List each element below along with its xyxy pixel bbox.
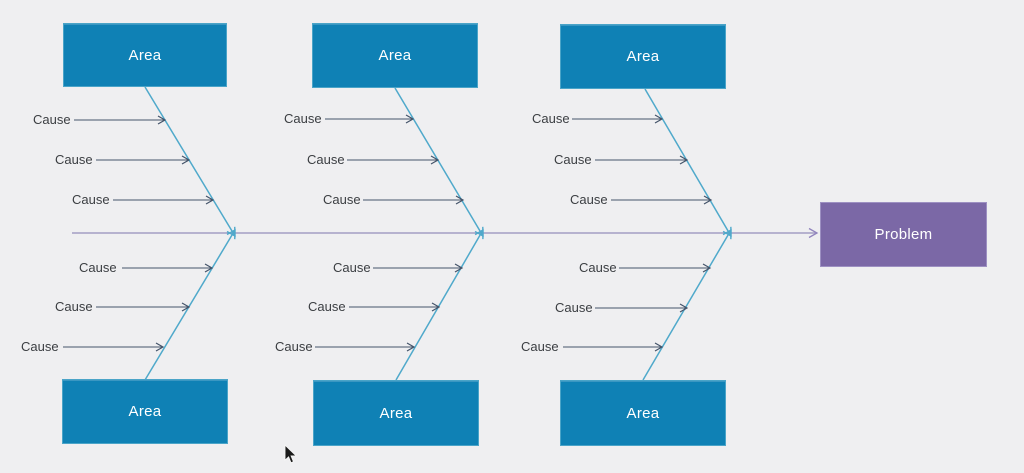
branch-line-top-left xyxy=(144,86,236,238)
cause-label: Cause xyxy=(55,299,93,315)
cause-label: Cause xyxy=(554,152,592,168)
cause-label: Cause xyxy=(521,339,559,355)
area-box-bottom-right[interactable]: Area xyxy=(560,380,726,446)
area-box-top-left[interactable]: Area xyxy=(63,23,227,87)
area-box-top-middle[interactable]: Area xyxy=(312,23,478,88)
area-label: Area xyxy=(128,46,162,64)
cause-label: Cause xyxy=(323,192,361,208)
cause-label: Cause xyxy=(333,260,371,276)
branch-line-bottom-left xyxy=(144,228,236,381)
cause-label: Cause xyxy=(21,339,59,355)
area-label: Area xyxy=(128,403,162,420)
area-label: Area xyxy=(626,48,660,65)
cause-label: Cause xyxy=(555,300,593,316)
branch-line-top-right xyxy=(644,88,732,238)
cause-label: Cause xyxy=(275,339,313,355)
problem-box[interactable]: Problem xyxy=(820,202,987,267)
area-label: Area xyxy=(378,47,412,64)
branch-line-bottom-middle xyxy=(395,228,484,381)
area-box-bottom-middle[interactable]: Area xyxy=(313,380,479,446)
cause-label: Cause xyxy=(579,260,617,276)
cause-label: Cause xyxy=(33,112,71,128)
area-label: Area xyxy=(379,404,413,422)
mouse-cursor-icon xyxy=(284,444,298,464)
area-box-top-right[interactable]: Area xyxy=(560,24,726,89)
cause-label: Cause xyxy=(308,299,346,315)
cause-label: Cause xyxy=(284,111,322,127)
cause-label: Cause xyxy=(79,260,117,276)
problem-label: Problem xyxy=(874,226,933,243)
cause-label: Cause xyxy=(570,192,608,208)
area-label: Area xyxy=(626,404,660,422)
cause-label: Cause xyxy=(72,192,110,208)
branch-line-bottom-right xyxy=(642,228,732,381)
cause-label: Cause xyxy=(307,152,345,168)
cause-label: Cause xyxy=(532,111,570,127)
area-box-bottom-left[interactable]: Area xyxy=(62,379,228,444)
cause-label: Cause xyxy=(55,152,93,168)
branch-line-top-middle xyxy=(394,87,484,238)
